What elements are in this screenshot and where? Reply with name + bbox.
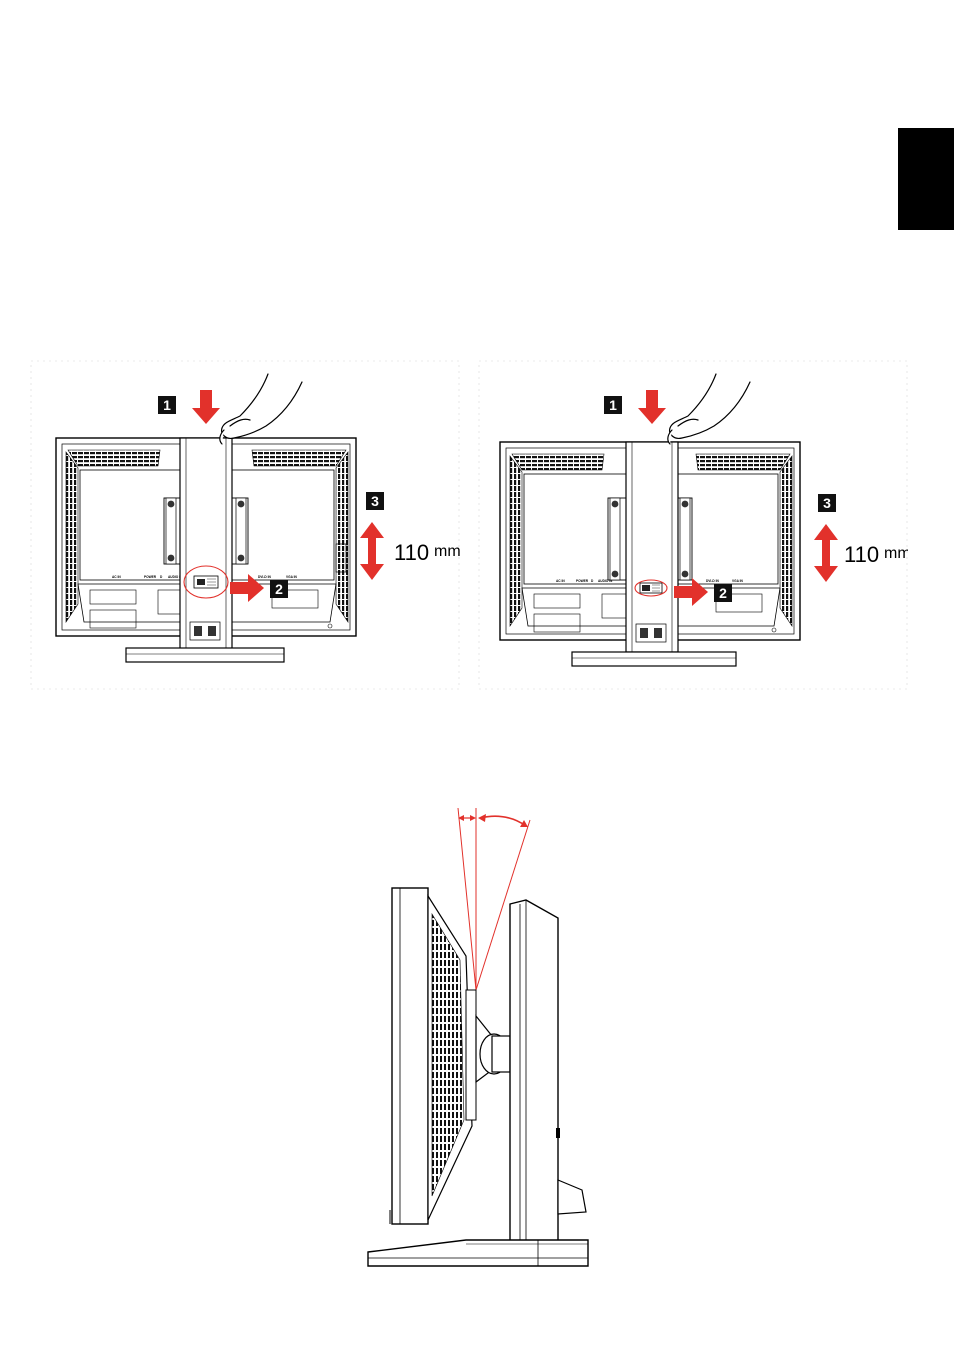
tilt-side-view-figure [360,800,600,1275]
port-label-vga-in: VGA IN [732,579,744,583]
stand-base-side [368,1240,588,1266]
svg-text:1: 1 [609,397,617,413]
step-3-badge: 3 [818,494,836,512]
monitor-panel-side [390,888,476,1224]
stand-base-right [572,652,736,666]
hand-icon [668,374,750,444]
svg-text:1: 1 [163,397,171,413]
port-label-power: POWER [144,575,157,579]
language-side-tab [898,128,954,230]
height-adjust-figure-right: AC IN POWER D AUDIO IN DVI-D IN VGA IN [478,360,908,690]
tilt-hinge [476,1016,510,1082]
stand-column-right [626,442,678,652]
step-2-badge: 2 [270,580,288,598]
port-label-ac-in: AC IN [112,575,121,579]
height-adjust-figure-left: AC IN POWER D AUDIO IN DVI-D IN VGA IN [30,360,460,690]
step-2-badge: 2 [714,584,732,602]
stand-base-left [126,648,284,662]
stand-column-side [510,900,586,1244]
down-arrow-icon [638,390,666,424]
distance-unit: mm [884,545,908,562]
step-1-badge: 1 [158,396,176,414]
distance-value: 110 [844,542,879,567]
hand-icon [220,374,302,444]
down-arrow-icon [192,390,220,424]
step-1-badge: 1 [604,396,622,414]
distance-unit: mm [434,543,460,560]
port-label-vga-in: VGA IN [286,575,298,579]
port-label-dvi-in: DVI-D IN [258,575,271,579]
vertical-double-arrow-icon [360,522,384,580]
vertical-double-arrow-icon [814,524,838,582]
port-label-dvi-in: DVI-D IN [706,579,719,583]
step-3-badge: 3 [366,492,384,510]
port-label-power: POWER [576,579,589,583]
svg-text:2: 2 [275,581,283,597]
distance-value: 110 [394,540,429,565]
backward-tilt-arrow-icon [478,814,528,827]
port-label-ac-in: AC IN [556,579,565,583]
svg-text:3: 3 [823,495,831,511]
stand-column-left [180,438,232,650]
forward-tilt-arrow-icon [458,815,476,821]
svg-text:2: 2 [719,585,727,601]
svg-text:3: 3 [371,493,379,509]
